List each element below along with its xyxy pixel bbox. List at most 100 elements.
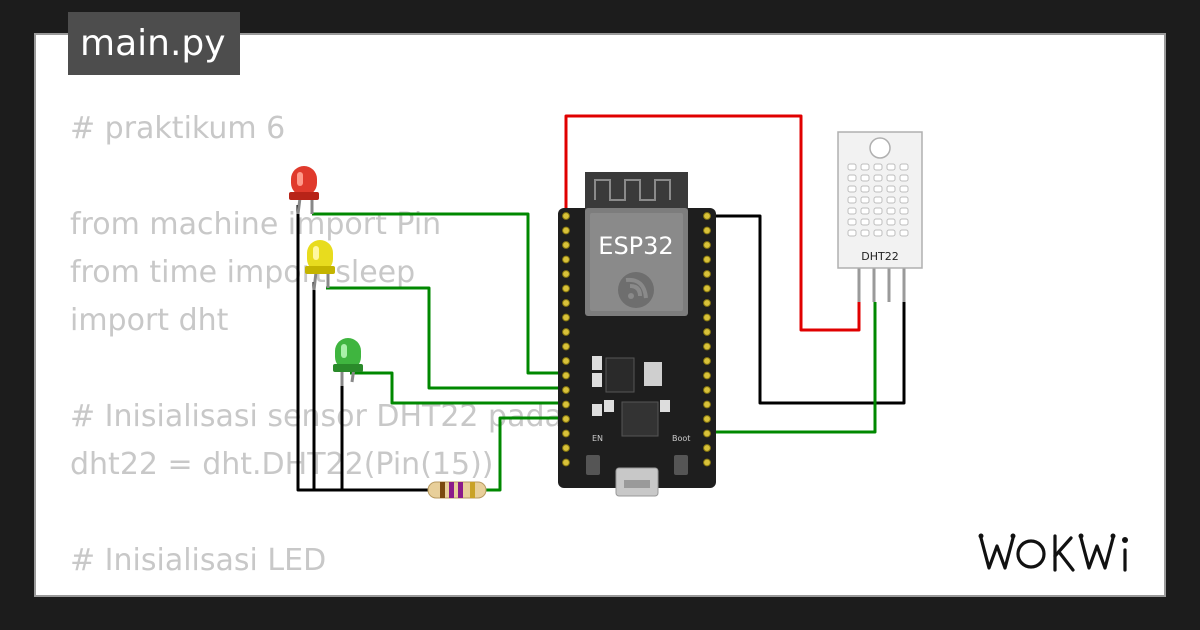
board-pin[interactable] [703, 328, 711, 336]
code-line: # praktikum 6 [70, 111, 286, 146]
wire-vcc [564, 114, 861, 332]
board-pin[interactable] [562, 241, 570, 249]
code-line: dht22 = dht.DHT22(Pin(15)) [70, 447, 494, 482]
board-pin[interactable] [562, 371, 570, 380]
grill-hole [873, 229, 883, 237]
board-pin[interactable] [703, 313, 711, 322]
wokwi-logo-icon [978, 533, 1128, 572]
board-pin[interactable] [703, 400, 711, 409]
board-pin[interactable] [562, 400, 570, 409]
board-pin[interactable] [703, 386, 711, 394]
grill-hole [899, 229, 909, 237]
board-pin[interactable] [562, 444, 570, 452]
board-pin[interactable] [562, 226, 570, 235]
board-pin[interactable] [703, 342, 711, 351]
grill-hole [860, 229, 870, 237]
board-pin[interactable] [703, 357, 711, 365]
board-pin[interactable] [703, 444, 711, 452]
board-pin[interactable] [703, 371, 711, 380]
grill-hole [886, 174, 896, 182]
grill-hole [860, 207, 870, 215]
grill-hole [899, 163, 909, 171]
grill-hole [860, 185, 870, 193]
board-pin[interactable] [562, 284, 570, 293]
grill-hole [873, 163, 883, 171]
board-pin[interactable] [703, 429, 711, 438]
code-line: led_merah = Pin(18, Pin.OUT) # LED merah… [70, 585, 924, 595]
grill-hole [899, 218, 909, 226]
led-red[interactable] [289, 166, 319, 215]
board-pin[interactable] [703, 299, 711, 307]
board-pin[interactable] [703, 226, 711, 235]
sensor-label: DHT22 [861, 250, 898, 263]
boot-label: Boot [672, 434, 690, 443]
grill-hole [860, 196, 870, 204]
espressif-logo-icon [618, 272, 654, 308]
grill-hole [886, 185, 896, 193]
board-pin[interactable] [562, 299, 570, 307]
board-pin[interactable] [562, 342, 570, 351]
grill-hole [860, 174, 870, 182]
grill-hole [847, 229, 857, 237]
board-pin[interactable] [562, 357, 570, 365]
board-pin[interactable] [703, 241, 711, 249]
board-pin[interactable] [562, 415, 570, 423]
board-pin[interactable] [562, 429, 570, 438]
grill-hole [873, 207, 883, 215]
board-pin[interactable] [703, 415, 711, 423]
grill-hole [899, 174, 909, 182]
board-pin[interactable] [562, 255, 570, 264]
grill-hole [873, 196, 883, 204]
board-pin[interactable] [703, 212, 711, 220]
wire-resistor [482, 416, 566, 492]
en-button[interactable] [586, 455, 600, 475]
board-pin[interactable] [703, 270, 711, 278]
code-line: # Inisialisasi sensor DHT22 pada [70, 399, 563, 434]
grill-hole [886, 196, 896, 204]
esp32-board[interactable]: ESP32 EN Boot [558, 172, 716, 497]
board-pin[interactable] [562, 270, 570, 278]
boot-button[interactable] [674, 455, 688, 475]
grill-hole [886, 229, 896, 237]
board-pin[interactable] [562, 313, 570, 322]
board-pin[interactable] [703, 458, 711, 467]
code-line: # Inisialisasi LED [70, 543, 327, 578]
grill-hole [886, 207, 896, 215]
led-yellow[interactable] [305, 240, 335, 291]
en-label: EN [592, 434, 603, 443]
board-pin[interactable] [562, 212, 570, 220]
grill-hole [899, 185, 909, 193]
grill-hole [847, 207, 857, 215]
wire-led-red [312, 212, 566, 375]
grill-hole [860, 163, 870, 171]
resistor [427, 481, 487, 499]
board-pin[interactable] [562, 458, 570, 467]
wire-led-yellow [326, 286, 566, 390]
grill-hole [847, 185, 857, 193]
file-tab[interactable]: main.py [68, 12, 240, 75]
grill-hole [899, 196, 909, 204]
dht22-sensor[interactable]: DHT22 [837, 131, 923, 302]
wire-gnd-red [296, 205, 430, 492]
board-pin[interactable] [703, 284, 711, 293]
wire-led-green [350, 371, 566, 405]
board-pin[interactable] [562, 328, 570, 336]
grill-hole [899, 207, 909, 215]
pin-header-right [703, 212, 711, 467]
grill-hole [847, 218, 857, 226]
board-pin[interactable] [562, 386, 570, 394]
grill-hole [873, 218, 883, 226]
code-line: from machine import Pin [70, 207, 442, 242]
grill-hole [886, 218, 896, 226]
board-pin[interactable] [703, 255, 711, 264]
code-line: import dht [70, 303, 229, 338]
led-green[interactable] [333, 338, 363, 386]
grill-hole [873, 174, 883, 182]
board-label: ESP32 [598, 232, 673, 260]
sensor-grill [847, 163, 909, 237]
grill-hole [873, 185, 883, 193]
grill-hole [847, 174, 857, 182]
